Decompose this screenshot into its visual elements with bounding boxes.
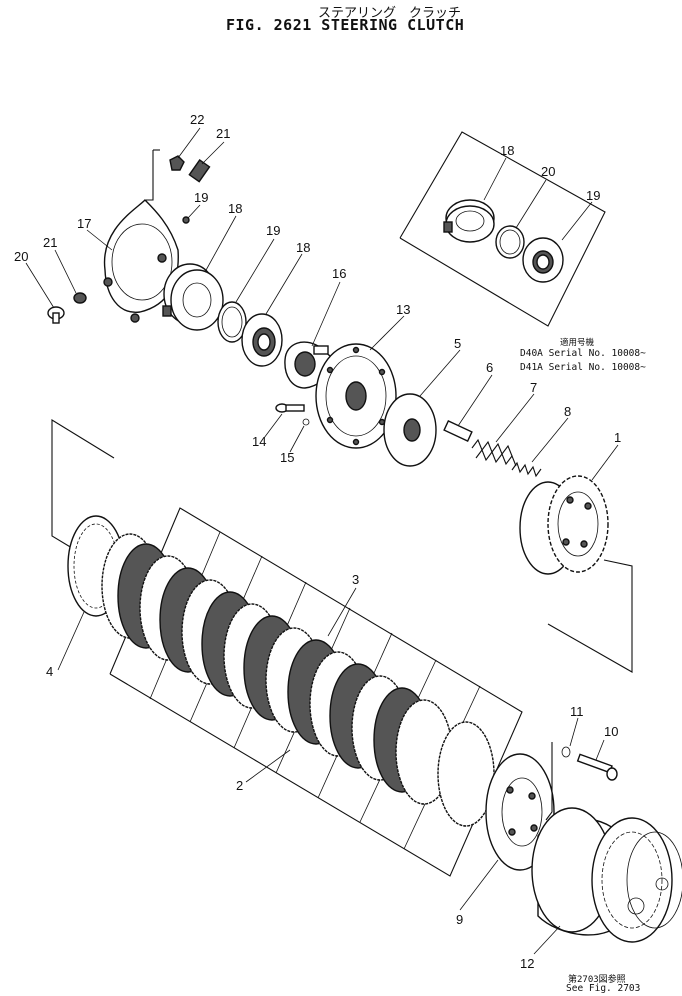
callout-12: 12 (520, 956, 535, 971)
part-21-snap-ring (217, 301, 247, 343)
callout-11: 11 (570, 704, 584, 719)
part-17-retainer (103, 199, 179, 323)
part-7-spring (471, 438, 517, 467)
callout-19: 18 (296, 240, 311, 255)
callout-23: 21 (43, 235, 58, 250)
callout-3: 3 (352, 572, 360, 587)
reference-en: See Fig. 2703 (566, 983, 641, 994)
callout-inset-19: 19 (586, 188, 601, 203)
callout-5: 5 (454, 336, 462, 351)
part-20-bolt (182, 216, 190, 224)
inset-part-bearing (522, 237, 564, 283)
callout-24: 21 (216, 126, 231, 141)
part-6-pin (443, 420, 473, 442)
part-5-plate (383, 393, 437, 467)
callout-13: 13 (396, 302, 411, 317)
part-1-drum-gear (519, 475, 609, 575)
part-13-hub-plate (315, 343, 397, 449)
clutch-disc-stack (101, 533, 495, 827)
part-18-collar (162, 263, 224, 331)
callout-8: 8 (564, 404, 572, 419)
part-10-bolt (576, 753, 618, 781)
inset-part-collar (443, 199, 495, 243)
callout-15: 15 (280, 450, 295, 465)
applicability-line-2: D41A Serial No. 10008~ (520, 362, 646, 373)
callout-6: 6 (486, 360, 494, 375)
callout-4: 4 (46, 664, 54, 679)
part-22-bolt (47, 306, 65, 324)
applicability-line-1: D40A Serial No. 10008~ (520, 348, 646, 359)
part-8-spring (511, 461, 542, 478)
part-11-washer (561, 746, 571, 758)
applicability-heading: 適用号機 (560, 338, 595, 348)
callout-21: 19 (266, 223, 281, 238)
reference-jp: 第2703図参照 (568, 975, 626, 985)
part-15-washer (302, 418, 310, 426)
callout-inset-21: 20 (541, 164, 556, 179)
part-25-nut (169, 155, 185, 171)
part-14-bolt (275, 403, 305, 413)
part-23-washer (73, 292, 87, 304)
callout-22: 20 (14, 249, 29, 264)
callout-17: 17 (77, 216, 92, 231)
callout-7: 7 (530, 380, 538, 395)
figure-title: FIG. 2621 STEERING CLUTCH (226, 16, 465, 34)
part-19-bearing (241, 313, 283, 367)
inset-frame (399, 131, 606, 327)
callout-2: 2 (236, 778, 244, 793)
callout-14: 14 (252, 434, 267, 449)
callout-inset-18: 18 (500, 143, 515, 158)
title-japanese: ステアリング クラッチ (318, 6, 462, 21)
callout-20: 19 (194, 190, 209, 205)
callout-10: 10 (604, 724, 619, 739)
callout-9: 9 (456, 912, 464, 927)
inset-part-snap-ring (495, 225, 525, 259)
part-24-stud (188, 159, 211, 183)
callout-25: 22 (190, 112, 205, 127)
callout-1: 1 (614, 430, 622, 445)
part-12-drum (531, 807, 682, 943)
callout-16: 16 (332, 266, 347, 281)
callout-18: 18 (228, 201, 243, 216)
